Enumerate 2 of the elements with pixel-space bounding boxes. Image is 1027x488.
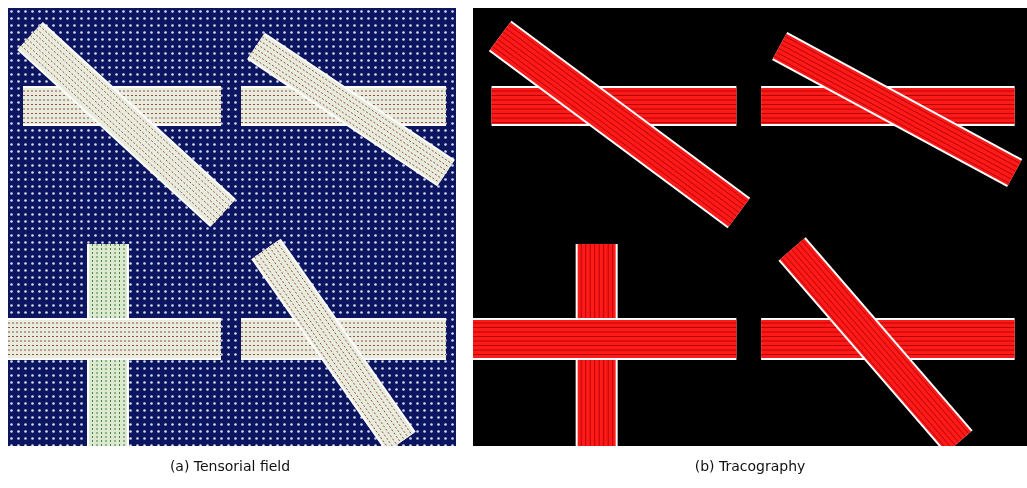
figure-caption: (a) Tensorial field [169, 458, 291, 474]
figure-caption: (b) Tracography [694, 458, 806, 474]
